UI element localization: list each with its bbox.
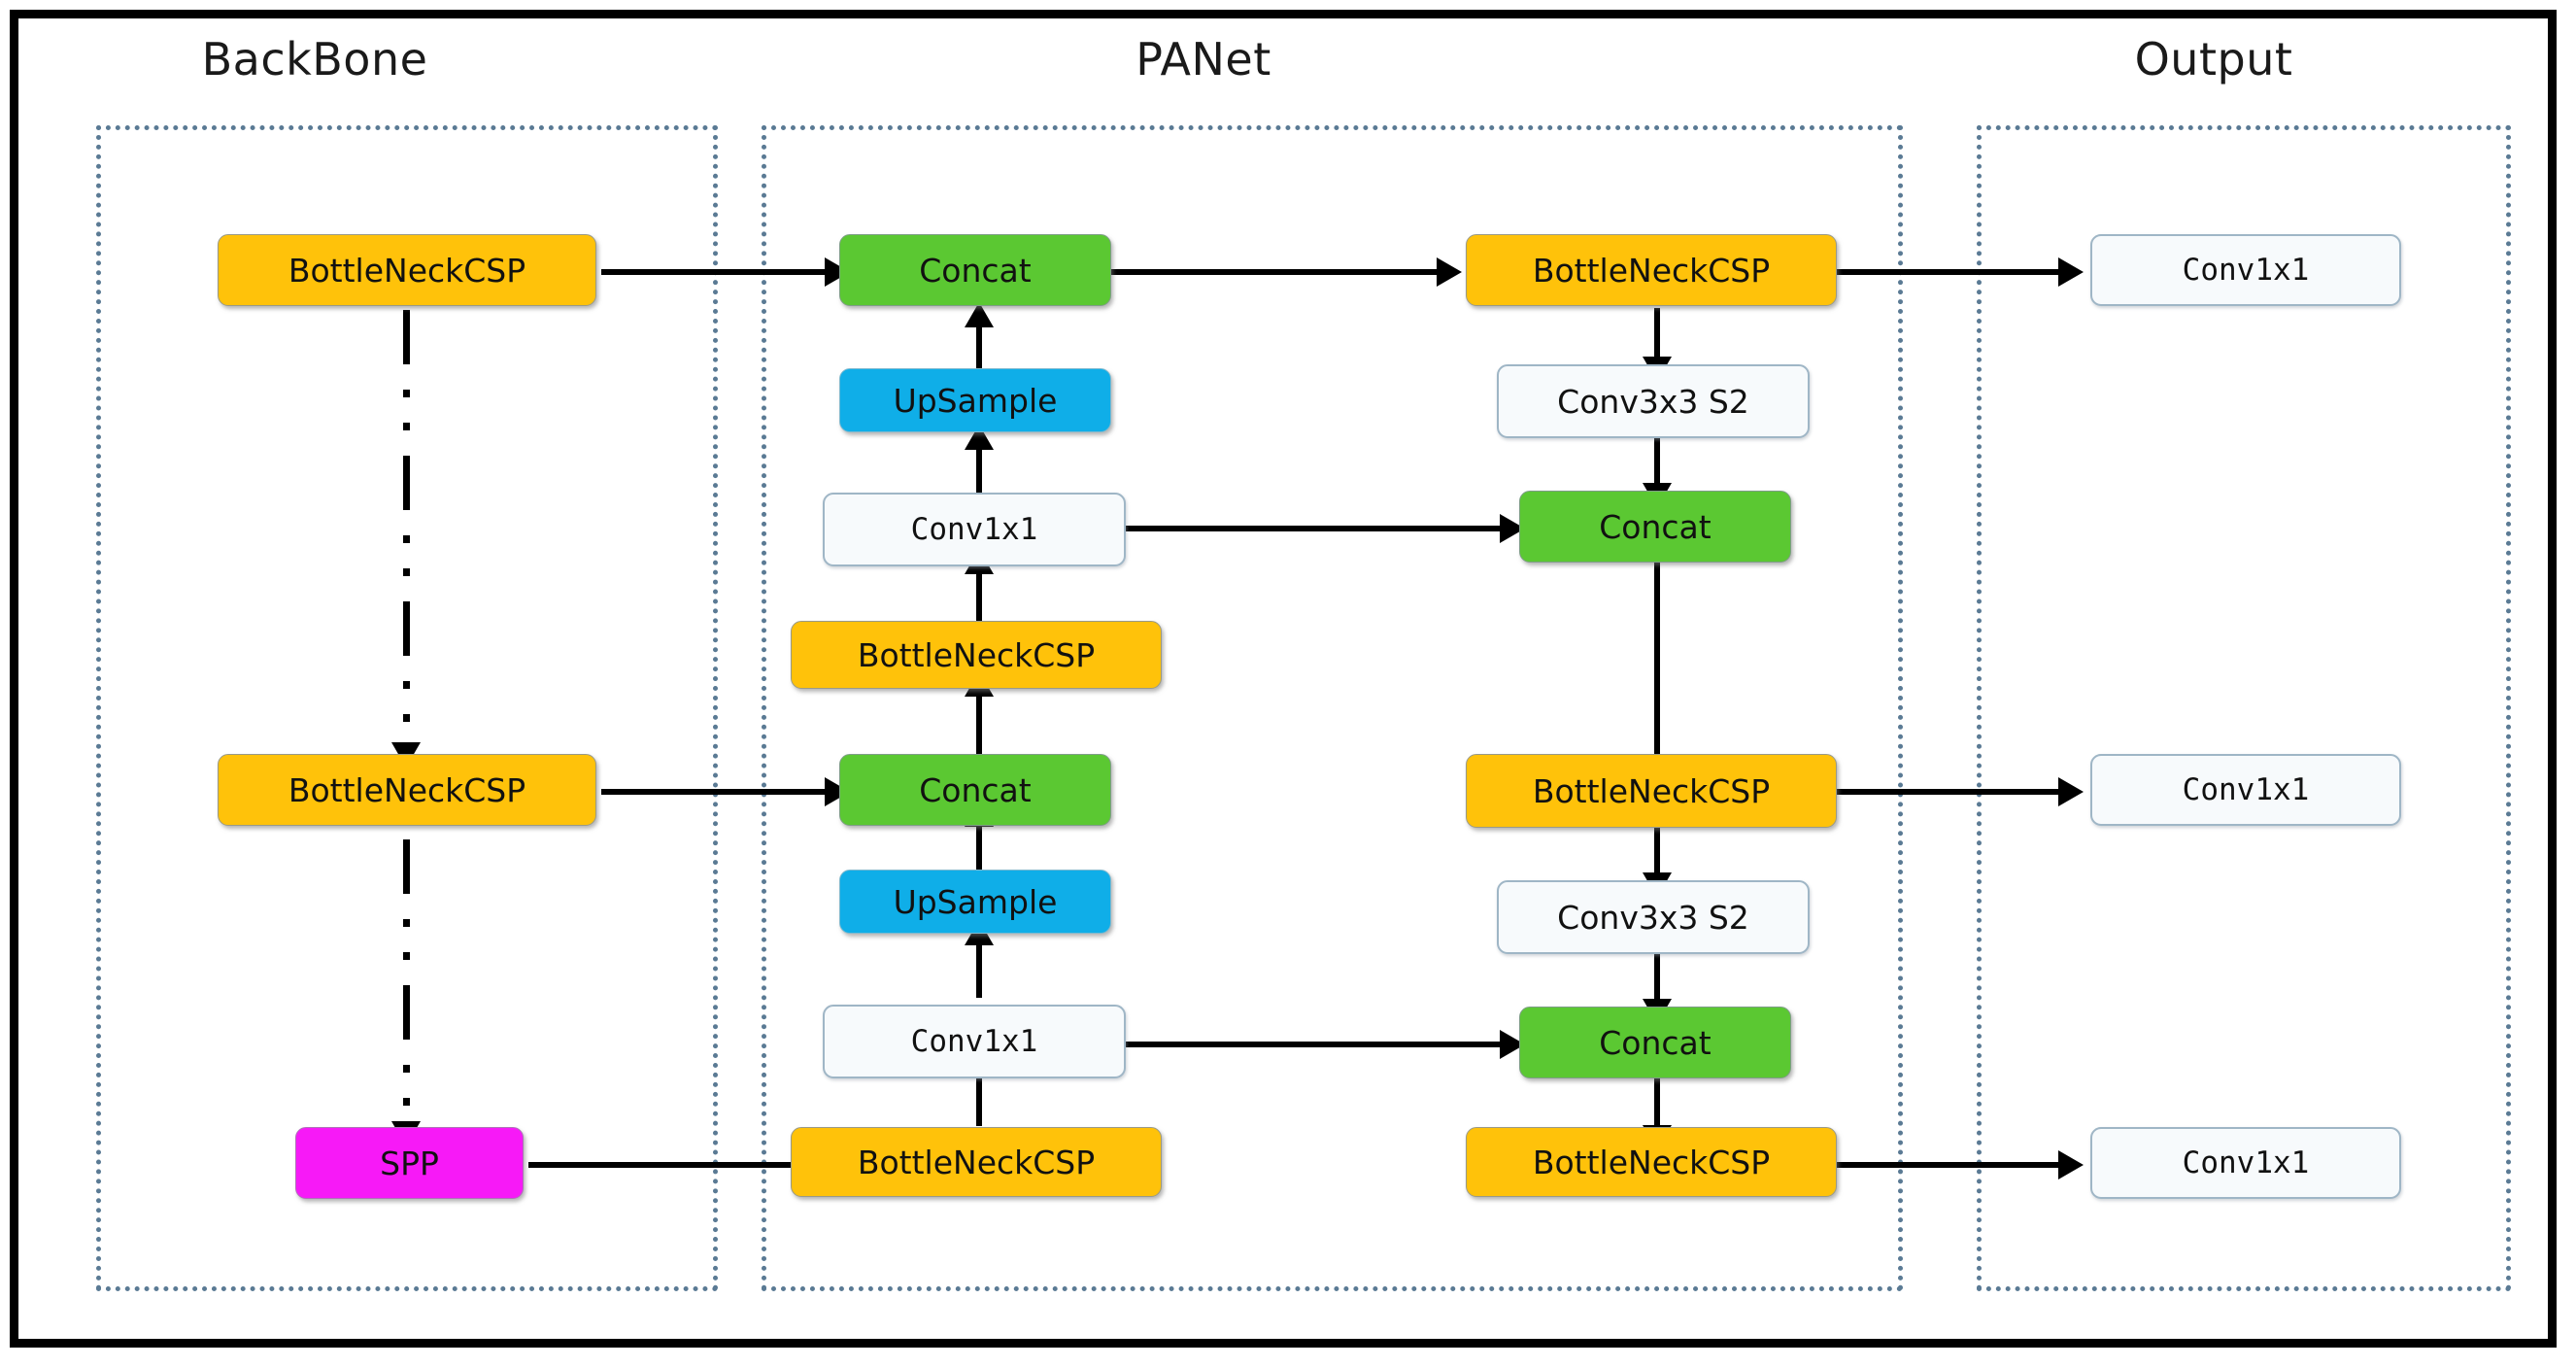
group-panet xyxy=(762,125,1903,1291)
node-concat-4[interactable]: Concat xyxy=(1519,1007,1791,1078)
node-conv3x3-s2-1[interactable]: Conv3x3 S2 xyxy=(1497,364,1810,438)
node-conv3x3-s2-2[interactable]: Conv3x3 S2 xyxy=(1497,880,1810,954)
connector-pncsp2-to-conv2 xyxy=(976,1063,982,1126)
node-conv1x1-panet-2[interactable]: Conv1x1 xyxy=(823,1005,1126,1078)
arrowhead-pncsp3-to-out1 xyxy=(2058,257,2084,287)
connector-conv3x3-2-to-concat4 xyxy=(1654,954,1660,1007)
connector-concat2-to-pncsp1 xyxy=(976,689,982,755)
connector-conv3x3-1-to-concat3 xyxy=(1654,438,1660,491)
arrowhead-ups1-to-concat1 xyxy=(965,302,994,327)
group-backbone xyxy=(96,125,718,1291)
diagram-frame: BackBone PANet Output xyxy=(10,10,2557,1348)
connector-pncsp4-to-conv3x3-2 xyxy=(1654,828,1660,880)
connector-backbone-top-to-mid xyxy=(403,310,410,752)
arrowhead-concat1-to-pncsp3 xyxy=(1437,257,1462,287)
connector-pncsp3-to-out1 xyxy=(1835,269,2068,275)
node-output-conv1x1-1[interactable]: Conv1x1 xyxy=(2090,234,2401,306)
node-upsample-1[interactable]: UpSample xyxy=(839,368,1111,432)
node-bottleneckcsp-panet-3[interactable]: BottleNeckCSP xyxy=(1466,234,1837,306)
node-bottleneckcsp-panet-5[interactable]: BottleNeckCSP xyxy=(1466,1127,1837,1197)
node-conv1x1-panet-1[interactable]: Conv1x1 xyxy=(823,493,1126,566)
connector-concat3-to-pncsp4 xyxy=(1654,563,1660,762)
connector-concat4-to-pncsp5 xyxy=(1654,1078,1660,1133)
connector-backbone-mid-to-spp xyxy=(403,839,410,1131)
connector-pncsp1-to-conv1 xyxy=(976,566,982,627)
section-title-output: Output xyxy=(2134,33,2293,85)
connector-concat1-to-pncsp3 xyxy=(1106,269,1446,275)
connector-pncsp5-to-out3 xyxy=(1835,1162,2068,1168)
connector-conv1-to-ups1 xyxy=(976,442,982,502)
node-concat-1[interactable]: Concat xyxy=(839,234,1111,306)
node-upsample-2[interactable]: UpSample xyxy=(839,870,1111,934)
section-title-backbone: BackBone xyxy=(201,33,428,85)
connector-conv1-to-concat3 xyxy=(1121,526,1509,531)
connector-ups1-to-concat1 xyxy=(976,320,982,378)
group-output xyxy=(1977,125,2511,1291)
connector-bbmid-to-concat2 xyxy=(601,789,834,795)
connector-bbtop-to-concat1 xyxy=(601,269,834,275)
section-title-panet: PANet xyxy=(1135,33,1271,85)
node-bottleneckcsp-backbone-mid[interactable]: BottleNeckCSP xyxy=(218,754,596,826)
node-spp[interactable]: SPP xyxy=(295,1127,524,1199)
node-concat-3[interactable]: Concat xyxy=(1519,491,1791,563)
node-bottleneckcsp-panet-2[interactable]: BottleNeckCSP xyxy=(791,1127,1162,1197)
arrowhead-pncsp5-to-out3 xyxy=(2058,1150,2084,1179)
node-bottleneckcsp-backbone-top[interactable]: BottleNeckCSP xyxy=(218,234,596,306)
connector-pncsp4-to-out2 xyxy=(1835,789,2068,795)
connector-conv2-to-ups2 xyxy=(976,938,982,998)
connector-pncsp3-to-conv3x3-1 xyxy=(1654,308,1660,364)
node-output-conv1x1-3[interactable]: Conv1x1 xyxy=(2090,1127,2401,1199)
arrowhead-pncsp4-to-out2 xyxy=(2058,777,2084,806)
node-bottleneckcsp-panet-1[interactable]: BottleNeckCSP xyxy=(791,621,1162,689)
connector-conv2-to-concat4 xyxy=(1121,1042,1509,1047)
node-concat-2[interactable]: Concat xyxy=(839,754,1111,826)
connector-ups2-to-concat2 xyxy=(976,819,982,877)
node-output-conv1x1-2[interactable]: Conv1x1 xyxy=(2090,754,2401,826)
connector-spp-to-pncsp2 xyxy=(528,1162,834,1168)
node-bottleneckcsp-panet-4[interactable]: BottleNeckCSP xyxy=(1466,754,1837,828)
